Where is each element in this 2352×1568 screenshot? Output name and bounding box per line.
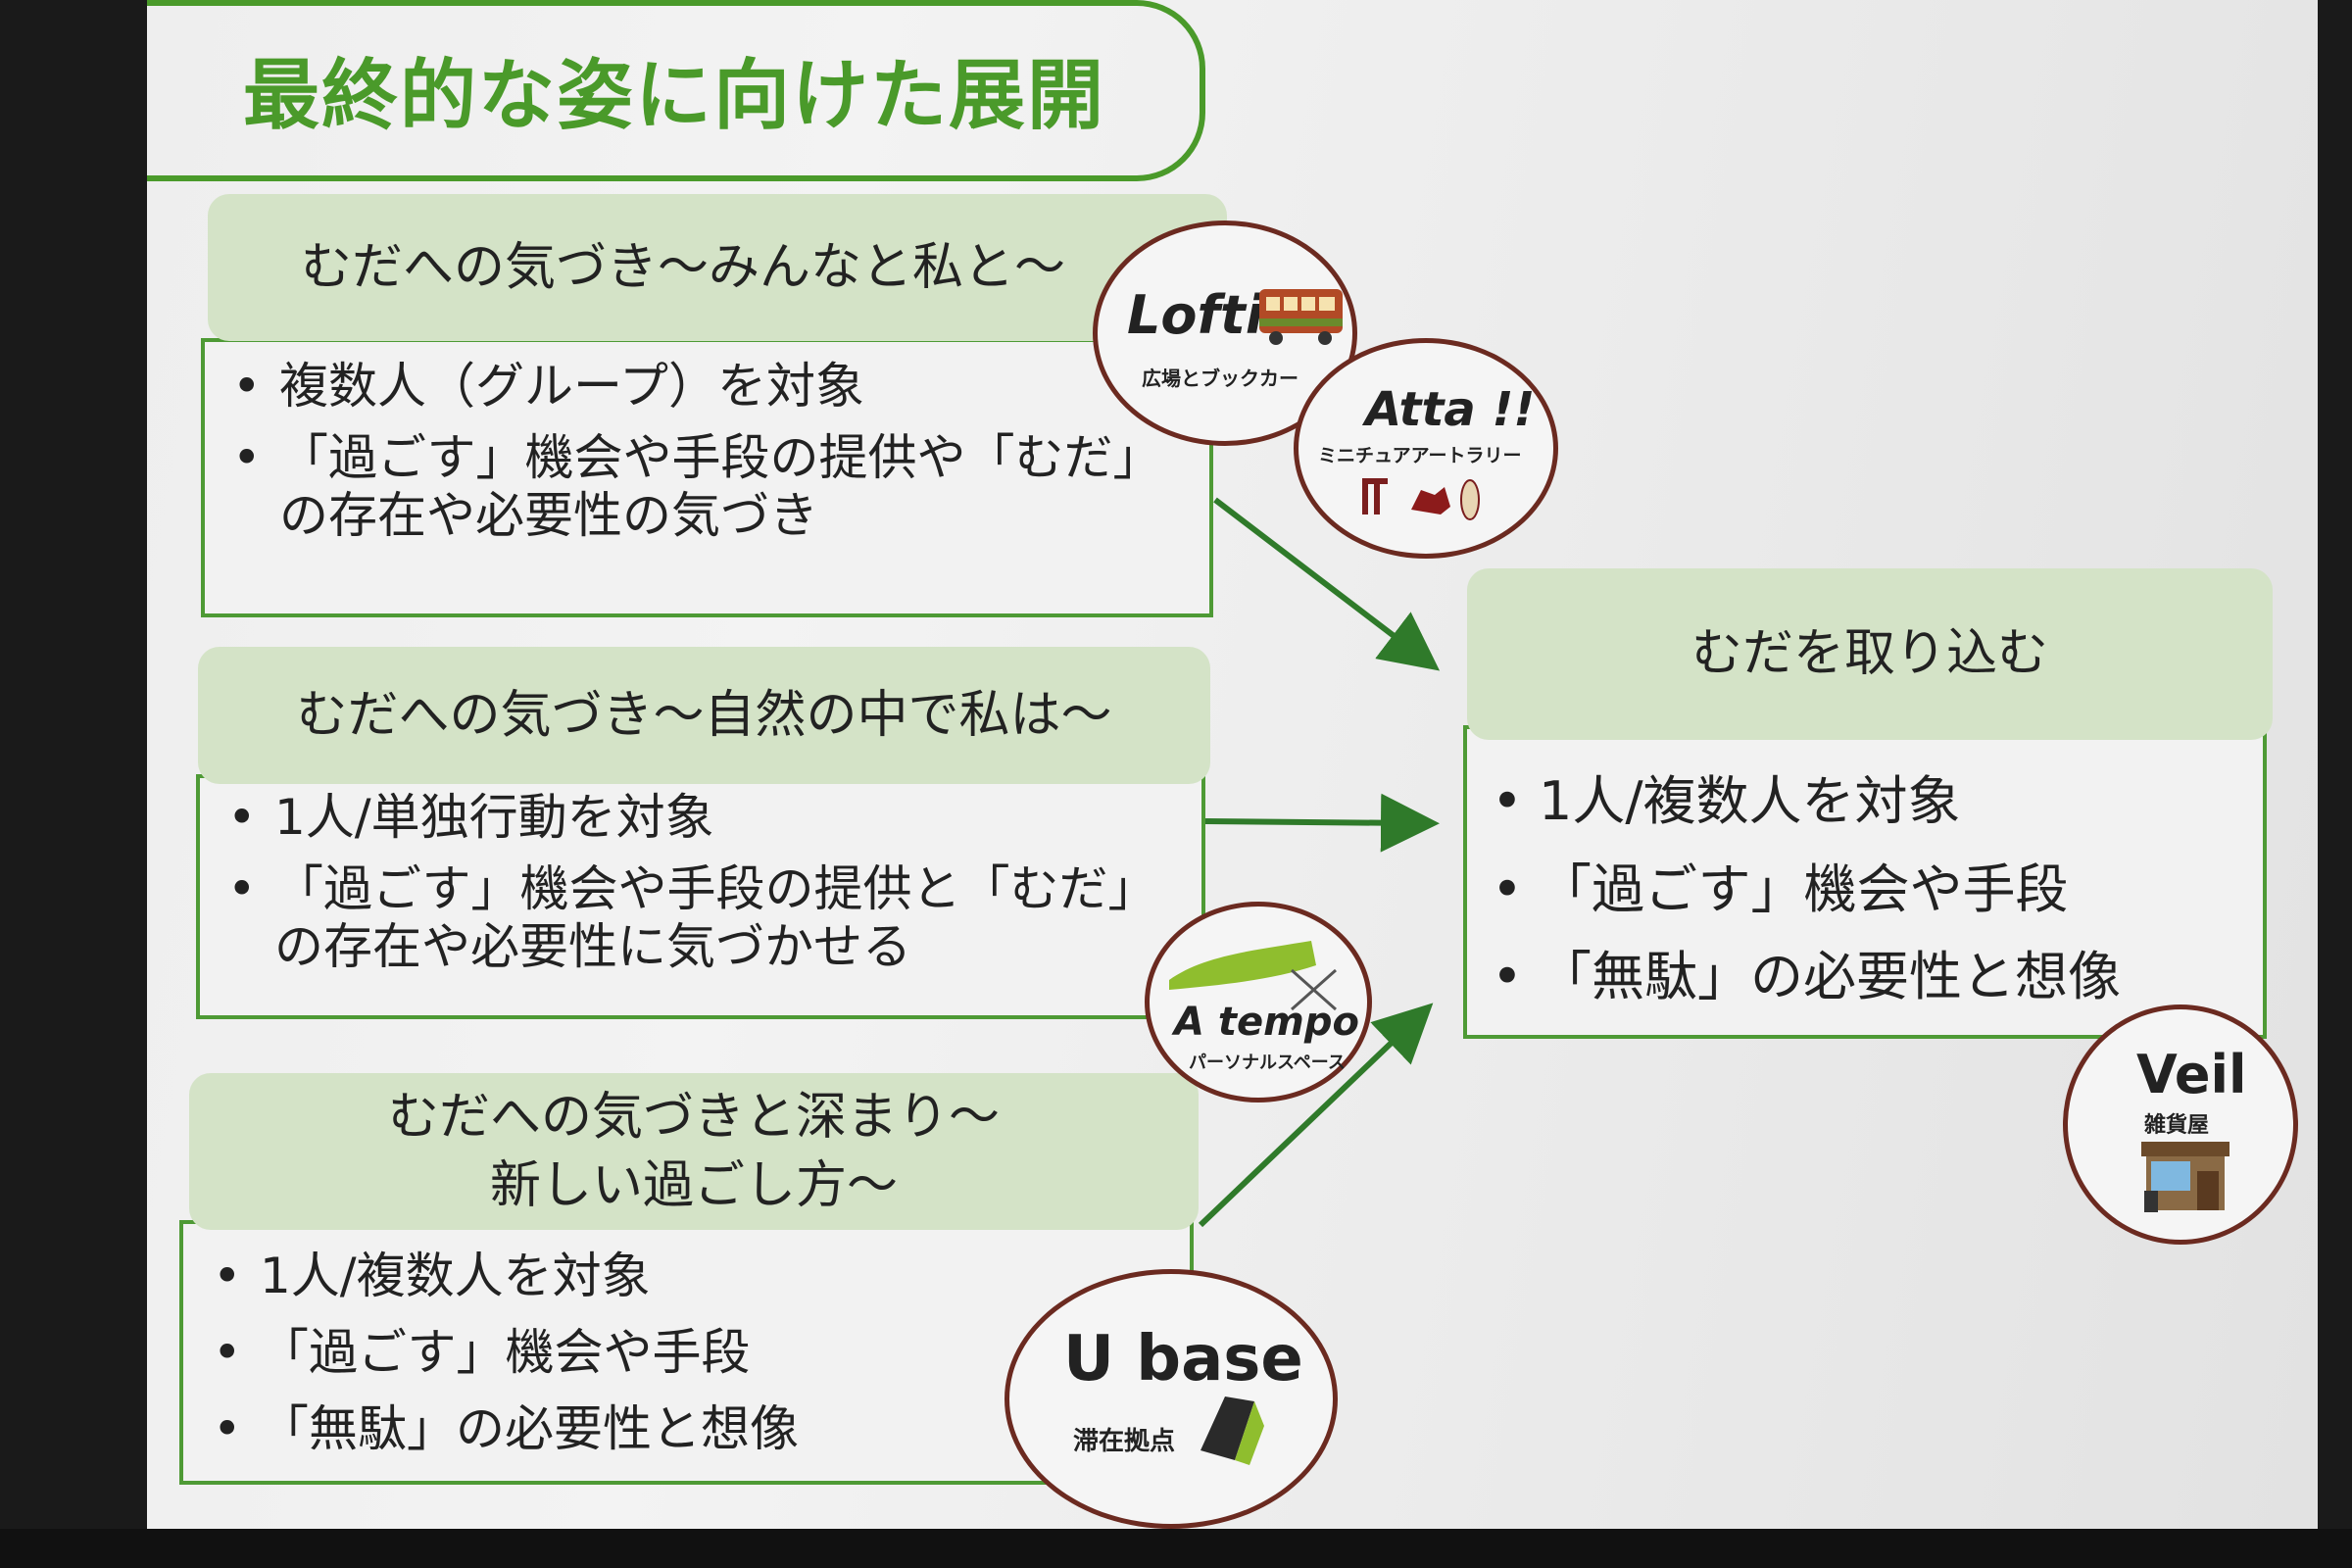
badge-lofti-sub: 広場とブックカー — [1142, 367, 1298, 390]
list-item: •「無駄」の必要性と想像 — [1492, 946, 2121, 1008]
arrow-from-panel-3 — [1198, 1003, 1434, 1228]
shop-icon — [2141, 1142, 2230, 1212]
miniature-art-icon — [1362, 478, 1480, 520]
arrow-from-panel-1 — [1213, 497, 1441, 671]
panel-group-awareness — [201, 338, 1213, 617]
badge-atempo-name: A tempo — [1174, 1000, 1359, 1045]
badge-atta-sub: ミニチュアアートラリー — [1318, 445, 1522, 466]
title-frame — [147, 0, 1205, 181]
arrow-from-panel-2 — [1204, 793, 1440, 853]
panel-new-ways-header: むだへの気づきと深まり～新しい過ごし方～ — [189, 1073, 1199, 1230]
badge-ubase-sub: 滞在拠点 — [1073, 1427, 1176, 1456]
hammock-icon — [1169, 941, 1337, 1011]
badge-lofti-name: Lofti — [1127, 284, 1264, 346]
panel-take-in-waste-header: むだを取り込む — [1467, 568, 2273, 740]
list-item: •「過ごす」機会や手段の提供と「むだ」の存在や必要性に気づかせる — [227, 860, 1157, 975]
list-item: •「無駄」の必要性と想像 — [213, 1400, 799, 1457]
panel-nature-awareness — [196, 774, 1205, 1019]
badge-atta: Atta !! ミニチュアアートラリー — [1294, 338, 1558, 559]
badge-ubase: U base 滞在拠点 — [1004, 1269, 1338, 1529]
trolley-icon — [1259, 289, 1343, 345]
panel-group-awareness-header: むだへの気づき～みんなと私と～ — [208, 194, 1227, 341]
list-item: •「過ごす」機会や手段の提供や「むだ」の存在や必要性の気づき — [232, 429, 1162, 544]
panel-group-awareness-bullets: •複数人（グループ）を対象 •「過ごす」機会や手段の提供や「むだ」の存在や必要性… — [220, 358, 1210, 559]
list-item: •複数人（グループ）を対象 — [232, 358, 864, 415]
badge-ubase-name: U base — [1063, 1323, 1303, 1396]
badge-veil: Veil 雑貨屋 — [2063, 1004, 2298, 1245]
list-item: •「過ごす」機会や手段 — [1492, 858, 2069, 920]
base-block-icon — [1200, 1396, 1264, 1465]
badge-atta-name: Atta !! — [1365, 382, 1536, 437]
badge-veil-name: Veil — [2136, 1044, 2247, 1105]
badge-atempo-sub: パーソナルスペース — [1189, 1053, 1346, 1073]
badge-atempo: A tempo パーソナルスペース — [1145, 902, 1372, 1102]
list-item: •1人/単独行動を対象 — [227, 789, 714, 846]
screen-bezel — [0, 1529, 2352, 1568]
list-item: •1人/複数人を対象 — [213, 1248, 651, 1304]
panel-take-in-waste-bullets: •1人/複数人を対象 •「過ごす」機会や手段 •「無駄」の必要性と想像 — [1480, 764, 2264, 1028]
panel-take-in-waste — [1463, 725, 2267, 1039]
slide-title: 最終的な姿に向けた展開 — [243, 52, 1106, 140]
list-item: •1人/複数人を対象 — [1492, 770, 1961, 832]
panel-new-ways-bullets: •1人/複数人を対象 •「過ごす」機会や手段 •「無駄」の必要性と想像 — [201, 1245, 1181, 1474]
panel-nature-awareness-header: むだへの気づき～自然の中で私は～ — [198, 647, 1210, 784]
list-item: •「過ごす」機会や手段 — [213, 1324, 751, 1381]
badge-veil-sub: 雑貨屋 — [2144, 1113, 2210, 1138]
panel-nature-awareness-bullets: •1人/単独行動を対象 •「過ごす」機会や手段の提供と「むだ」の存在や必要性に気… — [216, 789, 1196, 990]
badge-lofti: Lofti 広場とブックカー — [1093, 220, 1357, 446]
